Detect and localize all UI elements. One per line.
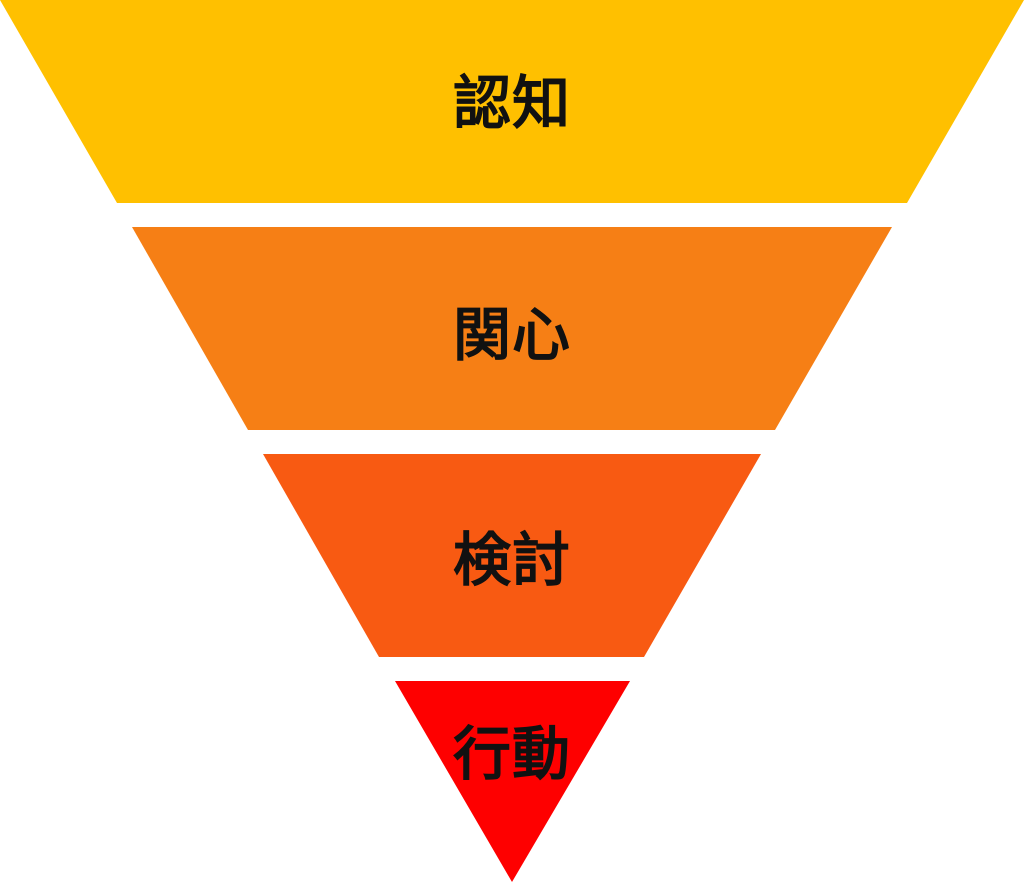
funnel-stage-label: 行動 (452, 720, 571, 788)
funnel-stage-interest: 関心 (0, 227, 1024, 430)
funnel-stage-consideration: 検討 (0, 454, 1024, 657)
funnel-stage-label: 認知 (452, 69, 571, 137)
funnel-stage-action: 行動 (0, 681, 1024, 882)
funnel-stage-label: 関心 (452, 301, 571, 369)
funnel-stage-label: 検討 (452, 526, 571, 594)
funnel-stage-shape (0, 0, 1024, 203)
funnel-stage-shape (132, 227, 892, 430)
funnel-stage-awareness: 認知 (0, 0, 1024, 203)
